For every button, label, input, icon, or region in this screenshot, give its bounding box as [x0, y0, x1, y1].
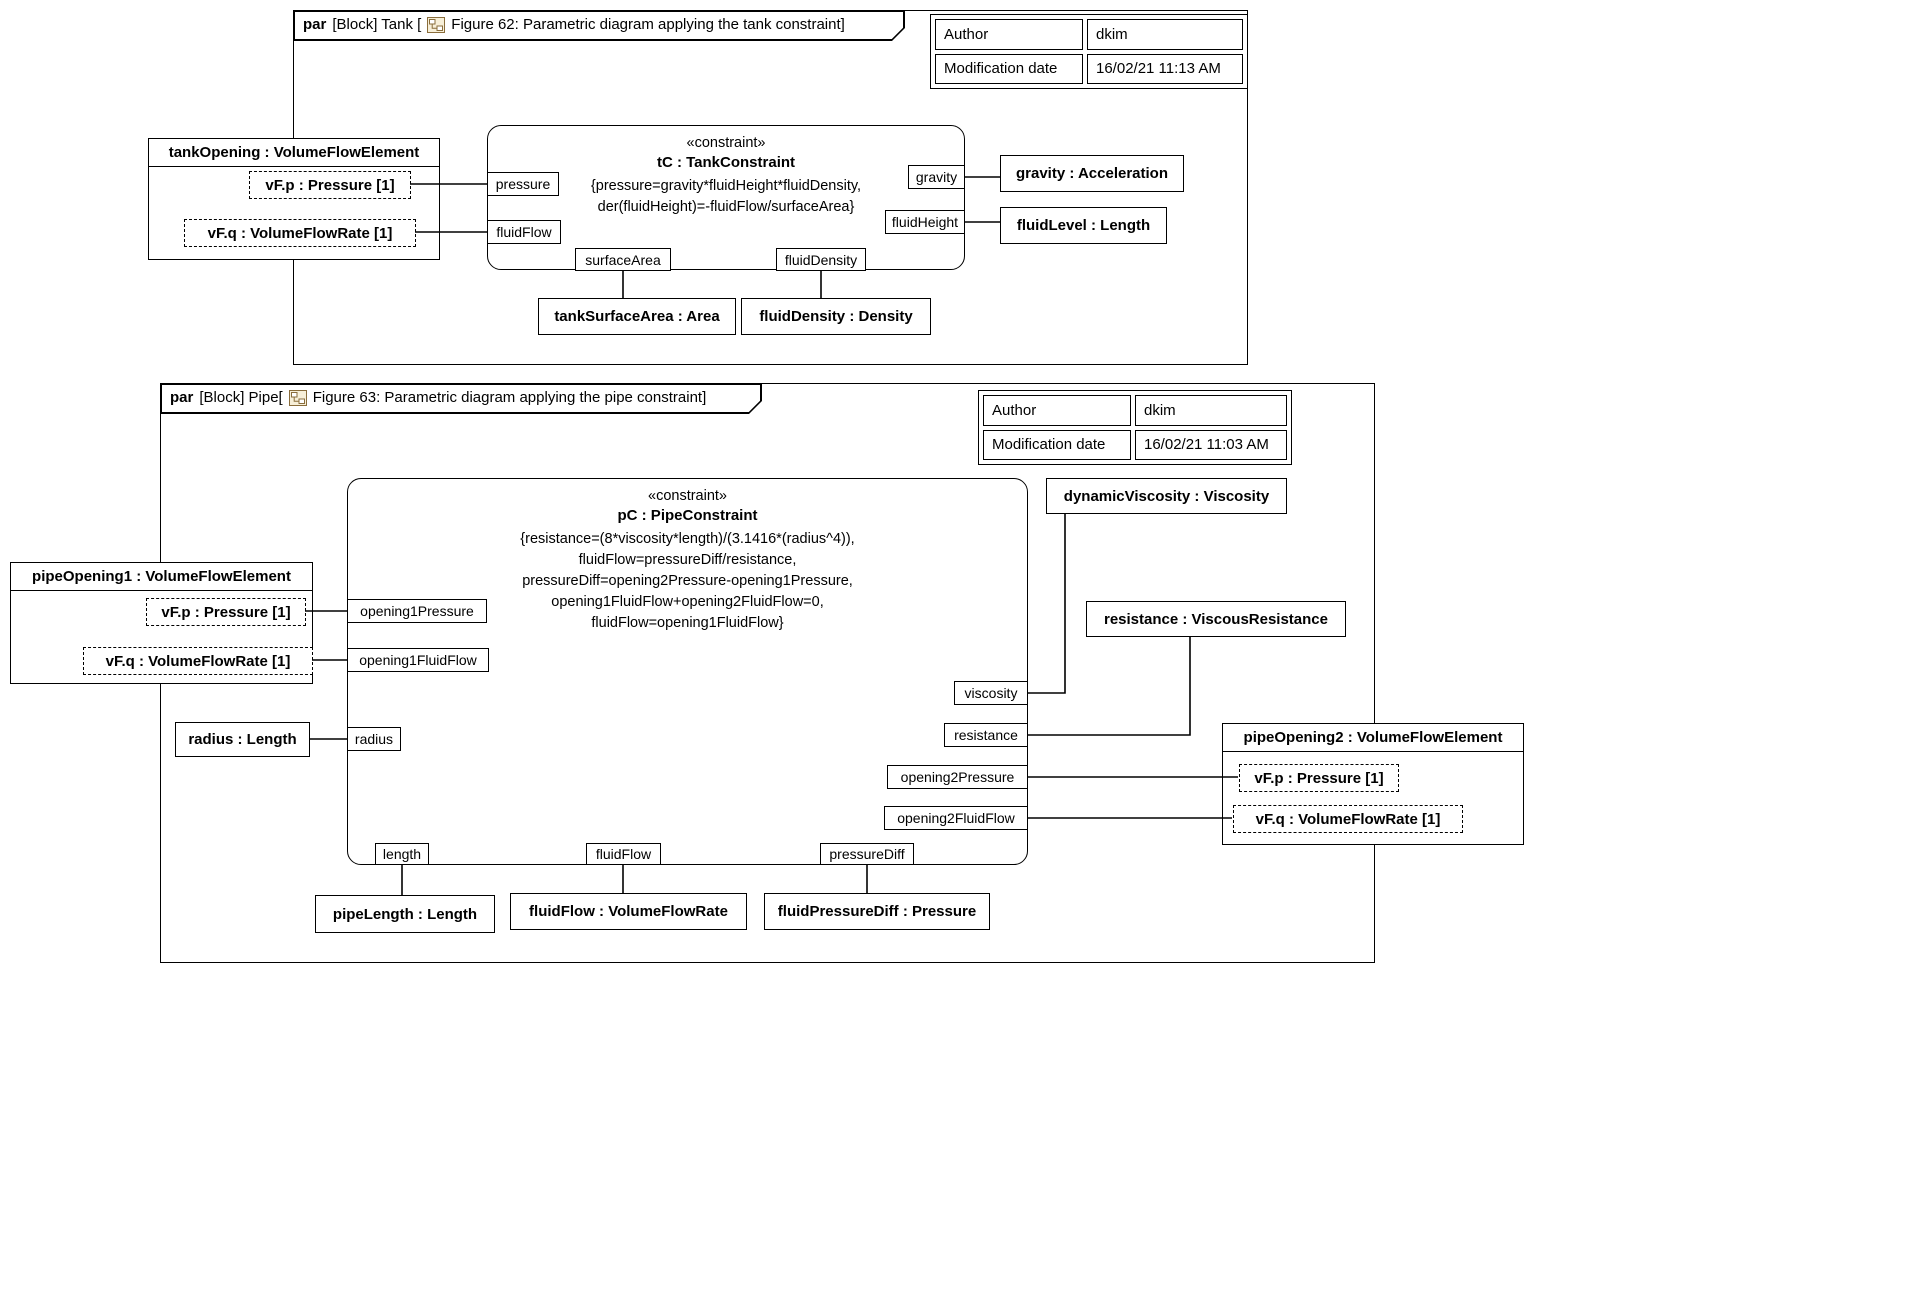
- pipe-port-opening2fluidflow: opening2FluidFlow: [884, 806, 1028, 830]
- pipe-port-viscosity: viscosity: [954, 681, 1028, 705]
- pipe-tab-context: [Block] Pipe[: [199, 389, 283, 406]
- pipe-port-length: length: [375, 843, 429, 865]
- dynamic-viscosity-value-block: dynamicViscosity : Viscosity: [1046, 478, 1287, 514]
- tank-port-fluidheight: fluidHeight: [885, 210, 965, 234]
- tank-tab-shape-inner: [295, 12, 904, 40]
- tank-tab-keyword: par: [303, 16, 327, 33]
- tank-constraint-stereotype: «constraint»: [686, 135, 766, 151]
- diagram-icon: [427, 16, 446, 33]
- tank-modification-date-label: Modification date: [935, 53, 1083, 84]
- tank-port-gravity: gravity: [908, 165, 965, 189]
- pipe-port-fluidflow: fluidFlow: [586, 843, 661, 865]
- pipe-opening2-block: pipeOpening2 : VolumeFlowElement vF.p : …: [1222, 723, 1524, 845]
- tank-opening-vfq-part: vF.q : VolumeFlowRate [1]: [184, 219, 416, 247]
- pipe-constraint-equation: opening1FluidFlow+opening2FluidFlow=0,: [551, 594, 824, 610]
- tank-opening-vfp-part: vF.p : Pressure [1]: [249, 171, 411, 199]
- tank-author-label: Author: [935, 19, 1083, 50]
- tank-port-pressure: pressure: [487, 172, 559, 196]
- pipe-port-opening1pressure: opening1Pressure: [347, 599, 487, 623]
- gravity-value-block: gravity : Acceleration: [1000, 155, 1184, 192]
- pipe-author-value: dkim: [1135, 395, 1287, 426]
- pipe-tab-keyword: par: [170, 389, 194, 406]
- tank-surface-area-value-block: tankSurfaceArea : Area: [538, 298, 736, 335]
- pipe-tab-title: Figure 63: Parametric diagram applying t…: [312, 389, 707, 406]
- pipe-opening1-title: pipeOpening1 : VolumeFlowElement: [11, 563, 312, 591]
- pipe-opening1-vfp-part: vF.p : Pressure [1]: [146, 598, 306, 626]
- tank-constraint-equation: {pressure=gravity*fluidHeight*fluidDensi…: [590, 178, 862, 194]
- tank-tab-context: [Block] Tank [: [332, 16, 422, 33]
- pipe-constraint-equation: fluidFlow=pressureDiff/resistance,: [578, 552, 797, 568]
- tank-constraint-name: tC : TankConstraint: [656, 154, 796, 171]
- tank-constraint-block: «constraint» tC : TankConstraint {pressu…: [487, 125, 965, 270]
- pipe-opening2-vfp-part: vF.p : Pressure [1]: [1239, 764, 1399, 792]
- tank-port-fluidflow: fluidFlow: [487, 220, 561, 244]
- pipe-tab-shape-inner: [162, 385, 761, 413]
- pipe-author-label: Author: [983, 395, 1131, 426]
- resistance-value-block: resistance : ViscousResistance: [1086, 601, 1346, 637]
- tank-author-value: dkim: [1087, 19, 1243, 50]
- pipe-modification-date-label: Modification date: [983, 429, 1131, 460]
- tank-tab-label: par [Block] Tank [ Figure 62: Parametric…: [293, 10, 905, 41]
- pipe-frame-tab: par [Block] Pipe[ Figure 63: Parametric …: [160, 383, 762, 414]
- pipe-author-table: Author dkim Modification date 16/02/21 1…: [978, 390, 1292, 465]
- pipe-opening1-vfq-part: vF.q : VolumeFlowRate [1]: [83, 647, 313, 675]
- pipe-modification-date-value: 16/02/21 11:03 AM: [1135, 429, 1287, 460]
- pipe-port-opening2pressure: opening2Pressure: [887, 765, 1028, 789]
- pipe-constraint-stereotype: «constraint»: [648, 488, 727, 504]
- fluid-pressure-diff-value-block: fluidPressureDiff : Pressure: [764, 893, 990, 930]
- pipe-constraint-equation: fluidFlow=opening1FluidFlow}: [591, 615, 784, 631]
- pipe-port-resistance: resistance: [944, 723, 1028, 747]
- pipe-opening2-vfq-part: vF.q : VolumeFlowRate [1]: [1233, 805, 1463, 833]
- tank-frame-tab: par [Block] Tank [ Figure 62: Parametric…: [293, 10, 905, 41]
- tank-constraint-equation: der(fluidHeight)=-fluidFlow/surfaceArea}: [597, 199, 855, 215]
- tank-opening-title: tankOpening : VolumeFlowElement: [149, 139, 439, 167]
- tank-author-table: Author dkim Modification date 16/02/21 1…: [930, 14, 1248, 89]
- tank-modification-date-value: 16/02/21 11:13 AM: [1087, 53, 1243, 84]
- fluid-flow-value-block: fluidFlow : VolumeFlowRate: [510, 893, 747, 930]
- pipe-constraint-equation: {resistance=(8*viscosity*length)/(3.1416…: [520, 531, 855, 547]
- pipe-constraint-equation: pressureDiff=opening2Pressure-opening1Pr…: [522, 573, 853, 589]
- diagram-icon: [288, 389, 307, 406]
- pipe-port-opening1fluidflow: opening1FluidFlow: [347, 648, 489, 672]
- fluid-level-value-block: fluidLevel : Length: [1000, 207, 1167, 244]
- tank-opening-block: tankOpening : VolumeFlowElement vF.p : P…: [148, 138, 440, 260]
- pipe-opening2-title: pipeOpening2 : VolumeFlowElement: [1223, 724, 1523, 752]
- pipe-length-value-block: pipeLength : Length: [315, 895, 495, 933]
- tank-port-surfacearea: surfaceArea: [575, 248, 671, 271]
- pipe-constraint-name: pC : PipeConstraint: [617, 507, 758, 524]
- pipe-tab-label: par [Block] Pipe[ Figure 63: Parametric …: [160, 383, 762, 414]
- pipe-opening1-block: pipeOpening1 : VolumeFlowElement vF.p : …: [10, 562, 313, 684]
- tank-tab-title: Figure 62: Parametric diagram applying t…: [451, 16, 845, 33]
- pipe-port-radius: radius: [347, 727, 401, 751]
- pipe-port-pressurediff: pressureDiff: [820, 843, 914, 865]
- fluid-density-value-block: fluidDensity : Density: [741, 298, 931, 335]
- radius-value-block: radius : Length: [175, 722, 310, 757]
- tank-port-fluiddensity: fluidDensity: [776, 248, 866, 271]
